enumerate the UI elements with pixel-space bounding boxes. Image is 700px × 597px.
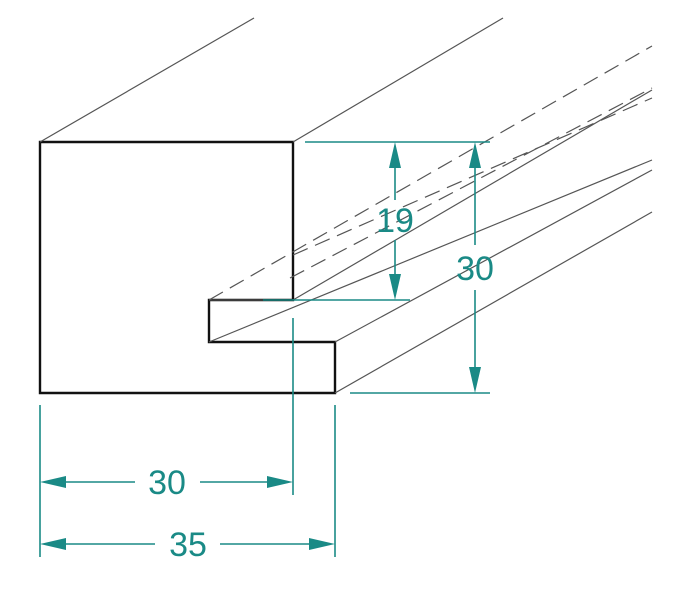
dim-inner-width: 30 — [40, 464, 293, 502]
dim-label-19: 19 — [376, 202, 414, 240]
arrow-19-down — [389, 274, 401, 300]
extension-lines — [39, 141, 490, 557]
arrow-30h-right — [267, 476, 293, 488]
edge-bottom-right — [334, 211, 653, 394]
edge-top-left — [39, 17, 255, 143]
profile-outline — [38, 140, 337, 395]
hidden-edge-2 — [289, 87, 653, 279]
edge-rebate-inner — [208, 159, 653, 343]
hidden-edge-3 — [292, 97, 653, 256]
dim-outer-width: 35 — [40, 526, 335, 564]
edge-rebate-corner — [292, 89, 653, 301]
dim-label-30-horizontal: 30 — [148, 464, 186, 502]
dim-label-30-vertical: 30 — [456, 250, 494, 288]
hidden-edge-1 — [208, 45, 653, 301]
hidden-edges — [208, 45, 653, 301]
dim-total-height: 30 — [456, 142, 494, 393]
dim-label-35: 35 — [169, 526, 207, 564]
receding-edges — [39, 17, 653, 394]
arrow-30v-up — [469, 142, 481, 168]
edge-step-top — [334, 169, 653, 343]
arrow-30h-left — [40, 476, 66, 488]
arrow-35-right — [309, 538, 335, 550]
arrow-19-up — [389, 142, 401, 168]
arrow-35-left — [40, 538, 66, 550]
arrow-30v-down — [469, 367, 481, 393]
edge-top-right — [292, 17, 504, 143]
dim-rebate-height: 19 — [376, 142, 414, 300]
